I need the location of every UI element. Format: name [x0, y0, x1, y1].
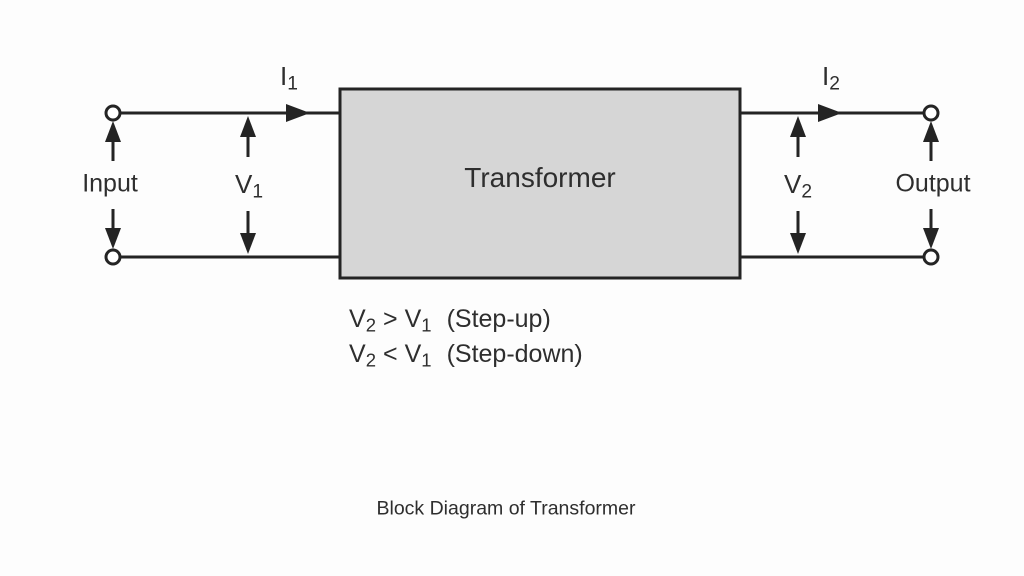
equation-step-up: V2>V1(Step-up)	[349, 302, 583, 337]
step-down-operator: <	[382, 340, 398, 368]
diagram-caption: Block Diagram of Transformer	[376, 497, 636, 520]
step-up-lhs-subscript: 2	[365, 314, 376, 336]
output-label: Output	[895, 169, 971, 198]
v2-double-arrow	[790, 116, 806, 254]
v2-label-subscript: 2	[801, 181, 813, 203]
v2-up-arrowhead	[790, 116, 806, 137]
i1-current-arrowhead	[286, 104, 310, 122]
v1-label: V1	[234, 169, 263, 202]
output-down-arrowhead	[923, 228, 939, 249]
i1-label-subscript: 1	[287, 73, 298, 95]
v2-label-base: V	[783, 169, 802, 199]
step-up-note: (Step-up)	[446, 305, 551, 333]
transformer-block-label: Transformer	[464, 162, 616, 193]
i1-label: I1	[280, 61, 298, 94]
i2-label-base: I	[822, 61, 830, 91]
step-up-rhs-subscript: 1	[421, 314, 432, 336]
input-up-arrowhead	[105, 121, 121, 142]
v2-label: V2	[783, 169, 812, 202]
equation-step-down: V2<V1(Step-down)	[349, 337, 583, 372]
input-label: Input	[82, 169, 138, 198]
step-down-rhs-base: V	[404, 340, 422, 368]
step-down-lhs-base: V	[349, 340, 366, 368]
v1-label-subscript: 1	[252, 181, 264, 203]
step-down-lhs-subscript: 2	[365, 349, 376, 371]
voltage-relations: V2>V1(Step-up) V2<V1(Step-down)	[349, 302, 583, 372]
transformer-block	[338, 87, 742, 280]
step-up-rhs-base: V	[404, 305, 422, 333]
i2-label: I2	[822, 61, 840, 94]
i2-label-subscript: 2	[829, 73, 840, 95]
output-up-arrowhead	[923, 121, 939, 142]
step-down-note: (Step-down)	[446, 340, 583, 368]
v1-label-base: V	[234, 169, 253, 199]
output-terminal-top	[922, 104, 940, 122]
output-terminal-bottom	[922, 248, 940, 266]
v1-down-arrowhead	[240, 233, 256, 254]
v1-double-arrow	[240, 116, 256, 254]
step-up-operator: >	[382, 305, 398, 333]
output-double-arrow	[923, 121, 939, 249]
input-double-arrow	[105, 121, 121, 249]
input-terminal-bottom	[104, 248, 122, 266]
i1-label-base: I	[280, 61, 288, 91]
input-down-arrowhead	[105, 228, 121, 249]
step-up-lhs-base: V	[349, 305, 366, 333]
input-terminal-top	[104, 104, 122, 122]
step-down-rhs-subscript: 1	[421, 349, 432, 371]
v1-up-arrowhead	[240, 116, 256, 137]
v2-down-arrowhead	[790, 233, 806, 254]
i2-current-arrowhead	[818, 104, 842, 122]
